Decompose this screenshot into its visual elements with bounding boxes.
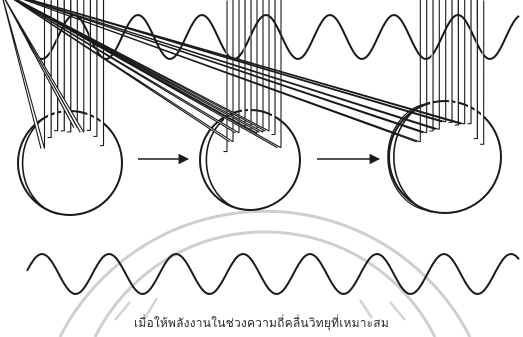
spin-arrow-head bbox=[242, 1, 246, 128]
spin-arrow-head bbox=[1, 0, 45, 149]
spin-arrow-head bbox=[455, 1, 459, 126]
spin-arrow-head bbox=[0, 0, 239, 133]
spin-arrow-head bbox=[430, 1, 434, 131]
bottom-wave bbox=[27, 254, 519, 294]
spin-arrow-head bbox=[0, 0, 77, 128]
spin-arrow-head bbox=[480, 1, 484, 145]
caption-text: เมื่อให้พลังงานในช่วงความถี่คลื่นวิทยุที… bbox=[0, 314, 523, 333]
spin-arrow-head bbox=[468, 1, 472, 124]
spin-arrow-head bbox=[449, 1, 453, 123]
spin-arrow-head bbox=[474, 1, 478, 139]
